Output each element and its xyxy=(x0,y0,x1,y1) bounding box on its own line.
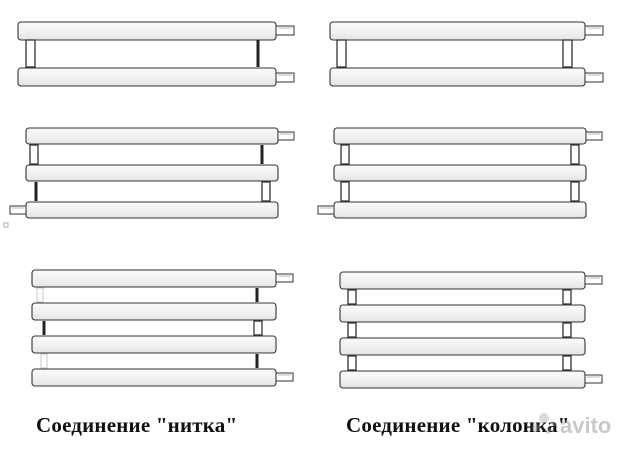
hollow-connector xyxy=(29,144,39,165)
caption-column-connection: Соединение "колонка" xyxy=(346,413,570,437)
faint-connector xyxy=(40,353,48,369)
solid-connector xyxy=(255,288,259,302)
pipe-nipple xyxy=(584,374,603,384)
radiator-4-tube-thread xyxy=(31,269,294,387)
solid-connector xyxy=(34,182,38,201)
pipe-nipple xyxy=(317,205,335,215)
small-mark xyxy=(3,222,9,228)
hollow-connector xyxy=(562,322,572,338)
hollow-connector xyxy=(562,39,573,68)
solid-connector xyxy=(256,40,260,67)
pipe-nipple xyxy=(584,275,603,285)
hollow-connector xyxy=(347,355,357,371)
radiator-tube xyxy=(25,127,279,145)
hollow-connector xyxy=(340,181,350,202)
hollow-connector xyxy=(336,39,347,68)
radiator-tube xyxy=(31,335,277,354)
radiator-tube xyxy=(329,21,586,41)
radiator-2-tube-thread xyxy=(17,21,295,87)
radiator-tube xyxy=(31,302,277,321)
radiator-tube xyxy=(31,368,277,387)
radiator-tube xyxy=(329,67,586,87)
watermark-text: avito xyxy=(560,413,611,438)
caption-thread-connection: Соединение "нитка" xyxy=(36,413,238,437)
hollow-connector xyxy=(562,355,572,371)
radiator-4-tube-column xyxy=(339,271,603,389)
pipe-nipple xyxy=(584,25,604,36)
radiator-tube xyxy=(333,127,587,145)
solid-connector xyxy=(260,145,264,164)
radiator-tube xyxy=(25,164,279,182)
radiator-tube xyxy=(17,21,277,41)
hollow-connector xyxy=(570,181,580,202)
radiator-tube xyxy=(333,164,587,182)
hollow-connector xyxy=(261,181,271,202)
radiator-tube xyxy=(31,269,277,288)
hollow-connector xyxy=(347,322,357,338)
radiator-tube xyxy=(333,201,587,219)
hollow-connector xyxy=(570,144,580,165)
avito-watermark: avito xyxy=(532,413,611,438)
pipe-nipple xyxy=(9,205,27,215)
pipe-nipple xyxy=(585,131,603,141)
radiator-3-tube-thread xyxy=(3,127,295,228)
hollow-connector xyxy=(562,289,572,305)
radiator-tube xyxy=(25,201,279,219)
pipe-nipple xyxy=(277,131,295,141)
pipe-nipple xyxy=(275,72,295,83)
pipe-nipple xyxy=(275,372,294,382)
pipe-nipple xyxy=(584,72,604,83)
radiator-tube xyxy=(339,337,586,356)
pipe-nipple xyxy=(275,273,294,283)
solid-connector xyxy=(255,354,259,368)
radiator-3-tube-column xyxy=(317,127,603,219)
radiator-tube xyxy=(339,271,586,290)
solid-connector xyxy=(42,321,46,335)
hollow-connector xyxy=(25,39,36,68)
hollow-connector xyxy=(253,320,263,336)
radiator-2-tube-column xyxy=(329,21,604,87)
radiator-tube xyxy=(17,67,277,87)
hollow-connector xyxy=(347,289,357,305)
hollow-connector xyxy=(340,144,350,165)
faint-connector xyxy=(36,287,44,303)
radiator-tube xyxy=(339,370,586,389)
radiator-tube xyxy=(339,304,586,323)
pipe-nipple xyxy=(275,25,295,36)
